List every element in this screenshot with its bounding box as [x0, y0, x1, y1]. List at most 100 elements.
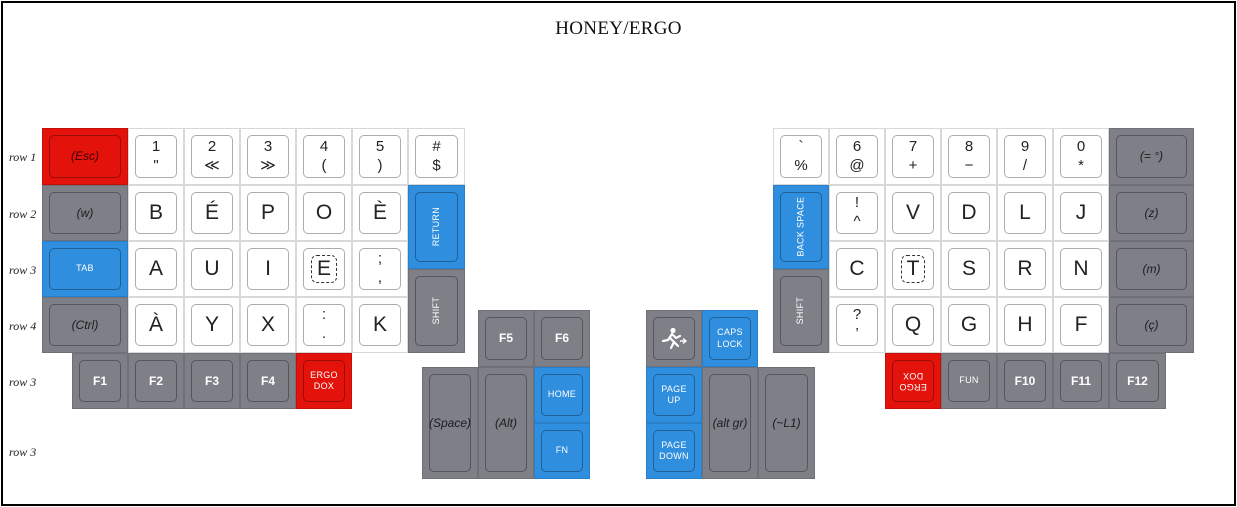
key-label: − [964, 156, 974, 174]
key-e-acute[interactable]: É [184, 185, 240, 241]
key-equal[interactable]: (= °) [1109, 128, 1194, 185]
key-f1[interactable]: F1 [72, 353, 128, 409]
key-g[interactable]: G [941, 297, 997, 353]
key-q[interactable]: Q [885, 297, 941, 353]
key-escape-run[interactable] [646, 310, 702, 367]
key-h[interactable]: H [997, 297, 1053, 353]
key-label: ! [854, 194, 860, 212]
key-question[interactable]: ?’ [829, 297, 885, 353]
key-label: F4 [260, 373, 275, 388]
key-hash[interactable]: #$ [408, 128, 465, 185]
key-f5[interactable]: F5 [478, 310, 534, 367]
key-v[interactable]: V [885, 185, 941, 241]
key-colon[interactable]: :. [296, 297, 352, 353]
key-l1[interactable]: (~L1) [758, 367, 815, 479]
key-1[interactable]: 1" [128, 128, 184, 185]
key-a[interactable]: A [128, 241, 184, 297]
key-a-grave[interactable]: À [128, 297, 184, 353]
key-label: ( [321, 156, 327, 174]
key-label: U [204, 256, 220, 280]
key-j[interactable]: J [1053, 185, 1109, 241]
key-label: ; [377, 250, 383, 268]
key-d[interactable]: D [941, 185, 997, 241]
key-y[interactable]: Y [184, 297, 240, 353]
key-shift-left[interactable]: SHIFT [408, 269, 465, 353]
key-s[interactable]: S [941, 241, 997, 297]
key-8[interactable]: 8− [941, 128, 997, 185]
key-f12[interactable]: F12 [1109, 353, 1166, 409]
key-label: PAGE [661, 383, 687, 394]
key-x[interactable]: X [240, 297, 296, 353]
key-label: # [432, 137, 441, 155]
key-f[interactable]: F [1053, 297, 1109, 353]
key-f2[interactable]: F2 [128, 353, 184, 409]
key-f11[interactable]: F11 [1053, 353, 1109, 409]
key-label: 3 [263, 137, 273, 155]
key-9[interactable]: 9/ [997, 128, 1053, 185]
key-c[interactable]: C [829, 241, 885, 297]
key-ctrl[interactable]: (Ctrl) [42, 297, 128, 353]
key-i[interactable]: I [240, 241, 296, 297]
key-backtick[interactable]: `% [773, 128, 829, 185]
key-shift-right[interactable]: SHIFT [773, 269, 829, 353]
key-3[interactable]: 3≫ [240, 128, 296, 185]
key-label: F [1074, 312, 1088, 336]
key-f6[interactable]: F6 [534, 310, 590, 367]
key-4[interactable]: 4( [296, 128, 352, 185]
key-label: FUN [959, 375, 979, 386]
key-e-home[interactable]: E [296, 241, 352, 297]
key-label: D [961, 200, 977, 224]
key-6[interactable]: 6@ [829, 128, 885, 185]
key-label: % [794, 156, 808, 174]
key-label: À [148, 312, 163, 336]
key-f10[interactable]: F10 [997, 353, 1053, 409]
key-7[interactable]: 7+ [885, 128, 941, 185]
key-2[interactable]: 2≪ [184, 128, 240, 185]
key-label: SHIFT [430, 297, 441, 325]
key-t-home[interactable]: T [885, 241, 941, 297]
key-p[interactable]: P [240, 185, 296, 241]
key-u[interactable]: U [184, 241, 240, 297]
key-m[interactable]: (m) [1109, 241, 1194, 297]
key-label: ERGO [310, 369, 338, 380]
key-f3[interactable]: F3 [184, 353, 240, 409]
key-b[interactable]: B [128, 185, 184, 241]
key-5[interactable]: 5) [352, 128, 408, 185]
key-exclamation[interactable]: !^ [829, 185, 885, 241]
key-label: (ç) [1144, 317, 1159, 332]
key-label: TAB [76, 263, 94, 274]
key-space[interactable]: (Space) [422, 367, 478, 479]
key-fn[interactable]: FN [534, 423, 590, 479]
key-f4[interactable]: F4 [240, 353, 296, 409]
key-esc[interactable]: (Esc) [42, 128, 128, 185]
key-l[interactable]: L [997, 185, 1053, 241]
key-return[interactable]: RETURN [408, 185, 465, 269]
key-fun[interactable]: FUN [941, 353, 997, 409]
key-backspace[interactable]: BACK SPACE [773, 185, 829, 269]
key-label: LOCK [717, 338, 743, 349]
key-0[interactable]: 0* [1053, 128, 1109, 185]
key-k[interactable]: K [352, 297, 408, 353]
row-label: row 1 [9, 150, 37, 164]
key-e-grave[interactable]: È [352, 185, 408, 241]
key-label: X [260, 312, 275, 336]
key-o[interactable]: O [296, 185, 352, 241]
key-semicolon[interactable]: ;, [352, 241, 408, 297]
row-label: row 3 [9, 445, 37, 459]
key-c-cedilla[interactable]: (ç) [1109, 297, 1194, 353]
key-label: + [908, 156, 918, 174]
key-w[interactable]: (w) [42, 185, 128, 241]
key-n[interactable]: N [1053, 241, 1109, 297]
key-z[interactable]: (z) [1109, 185, 1194, 241]
key-alt-gr[interactable]: (alt gr) [702, 367, 758, 479]
key-alt[interactable]: (Alt) [478, 367, 534, 479]
key-r[interactable]: R [997, 241, 1053, 297]
key-tab[interactable]: TAB [42, 241, 128, 297]
key-label: T [900, 254, 926, 284]
key-home[interactable]: HOME [534, 367, 590, 423]
